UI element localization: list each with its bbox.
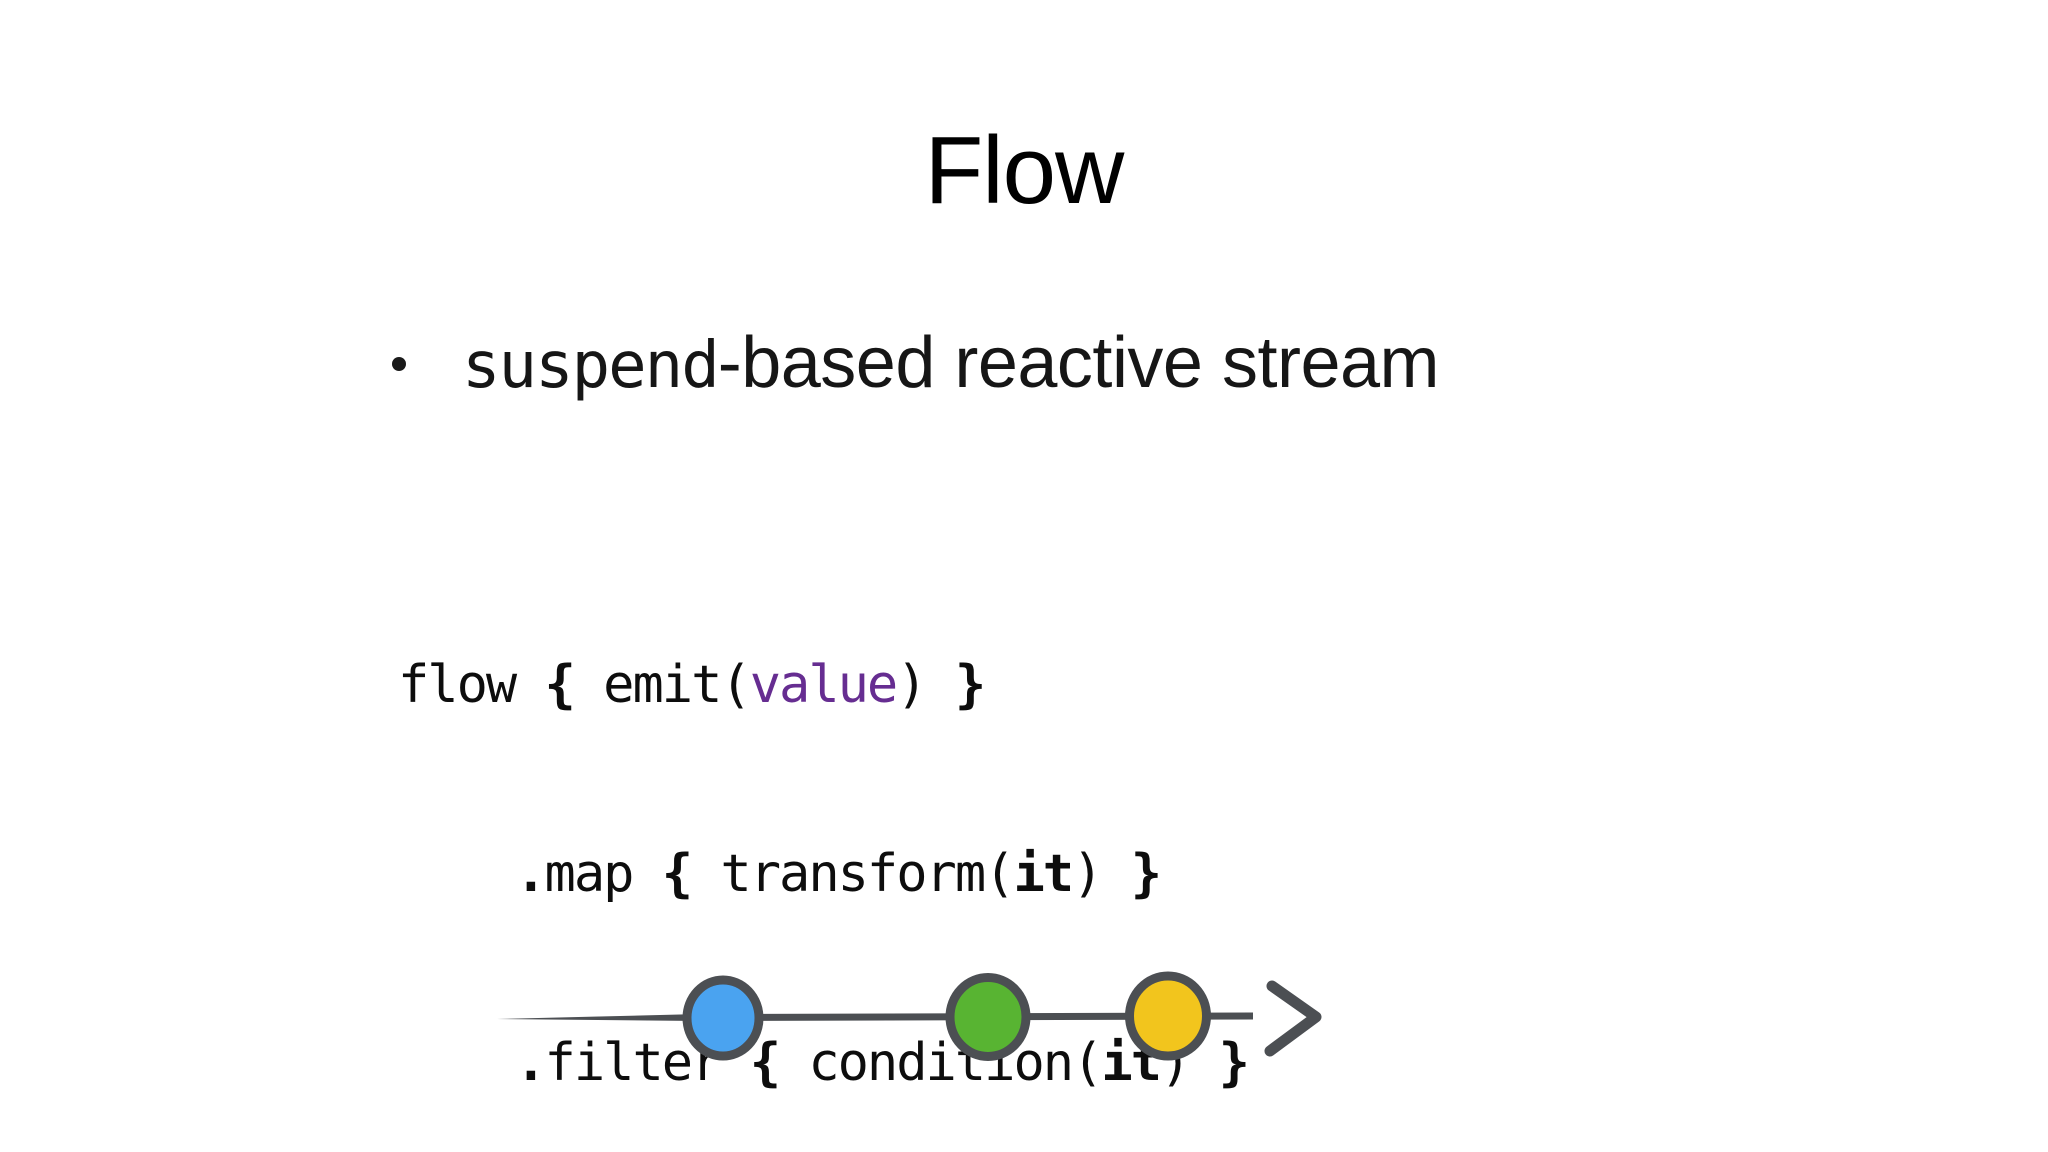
code-token: value xyxy=(749,655,899,715)
arrowhead xyxy=(1264,980,1322,1057)
code-token: it xyxy=(1013,844,1074,904)
bullet-inline-code: suspend xyxy=(462,329,720,403)
code-token: } xyxy=(1130,844,1162,904)
bullet-text: suspend-based reactive stream xyxy=(462,327,1440,403)
code-line-1: flow { emit(value) } xyxy=(398,654,1629,717)
slide-title: Flow xyxy=(924,117,1125,224)
code-token: transform( xyxy=(691,844,1015,904)
marble-blue xyxy=(682,975,764,1061)
code-token: . xyxy=(515,1033,546,1093)
code-token: emit( xyxy=(573,655,752,715)
bullet-text-rest: -based reactive stream xyxy=(717,323,1440,403)
code-token: map xyxy=(544,844,662,904)
code-token: ) xyxy=(896,655,955,715)
code-token: flow xyxy=(398,655,545,715)
marble-green xyxy=(945,973,1031,1061)
code-token: } xyxy=(1218,1033,1250,1093)
code-token: } xyxy=(954,655,986,715)
code-line-2: .map { transform(it) } xyxy=(398,843,1629,906)
bullet-marker xyxy=(392,357,406,371)
code-token: . xyxy=(515,844,546,904)
code-block: flow { emit(value) } .map { transform(it… xyxy=(398,528,1629,1152)
code-token: ) xyxy=(1072,844,1131,904)
code-token: { xyxy=(544,655,576,715)
code-token: { xyxy=(661,844,693,904)
marble-yellow xyxy=(1125,971,1211,1061)
